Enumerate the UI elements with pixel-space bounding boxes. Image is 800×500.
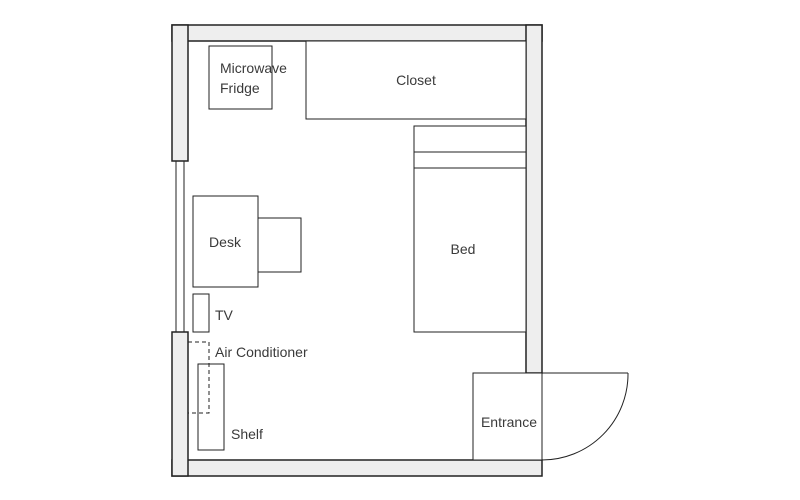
- left-wall-upper: [171, 24, 189, 162]
- desk-chair: [257, 217, 302, 273]
- left-wall-lower: [171, 331, 189, 477]
- air-conditioner: [188, 341, 210, 414]
- shelf-label: Shelf: [231, 426, 263, 442]
- entrance: [472, 372, 543, 461]
- air-conditioner-label: Air Conditioner: [215, 344, 308, 360]
- top-wall: [171, 24, 543, 42]
- closet-label: Closet: [396, 72, 436, 88]
- tv: [192, 293, 210, 333]
- desk: [192, 195, 259, 288]
- microwave-fridge: [208, 45, 273, 110]
- desk-label: Desk: [209, 234, 242, 250]
- tv-label: TV: [215, 307, 234, 323]
- door-swing-arc: [541, 372, 629, 461]
- entrance-label: Entrance: [481, 414, 537, 430]
- bottom-wall: [171, 459, 543, 477]
- bed-label: Bed: [451, 241, 476, 257]
- door: [541, 372, 629, 461]
- shelf: [197, 363, 225, 451]
- bed: [413, 125, 527, 333]
- right-wall: [525, 24, 543, 374]
- fridge-label: Fridge: [220, 80, 260, 96]
- closet: [305, 40, 527, 120]
- microwave-label: Microwave: [220, 60, 287, 76]
